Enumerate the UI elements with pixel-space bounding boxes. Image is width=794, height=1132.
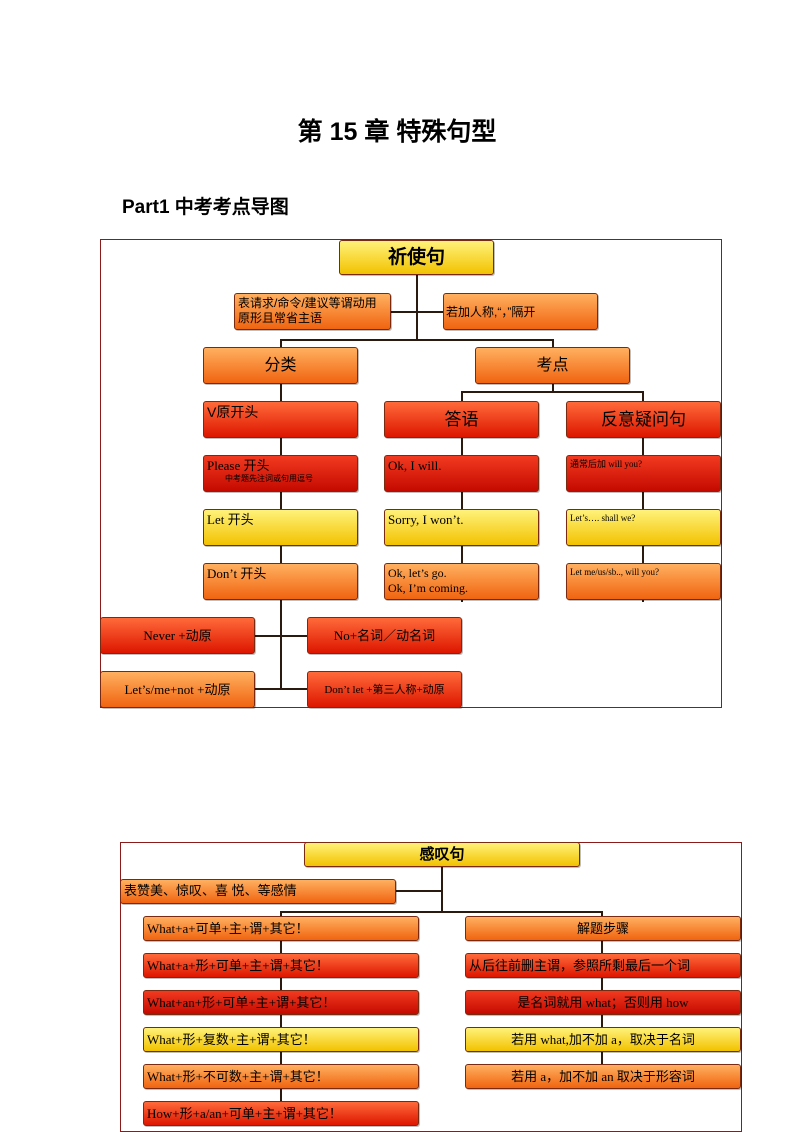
answer-lets-go-line1: Ok, let’s go.	[388, 566, 447, 580]
please-start-box: Please 开头 中考题先注词或句用逗号	[203, 455, 358, 492]
connector	[396, 890, 442, 892]
imperative-definition-note: 表请求/命令/建议等谓动用原形且常省主语	[234, 293, 391, 330]
connector	[461, 391, 644, 393]
connector	[280, 911, 282, 1126]
please-start-note: 中考题先注词或句用逗号	[225, 474, 313, 483]
answer-ok-box: Ok, I will.	[384, 455, 539, 492]
connector	[461, 391, 463, 602]
please-start-label: Please 开头	[207, 458, 270, 473]
connector	[255, 635, 307, 637]
imperative-root-box: 祈使句	[339, 240, 494, 275]
tag-let-me-box: Let me/us/sb.., will you?	[566, 563, 721, 600]
solution-step-box: 是名词就用 what；否则用 how	[465, 990, 741, 1015]
never-box: Never +动原	[100, 617, 255, 654]
connector	[552, 383, 554, 392]
connector	[281, 911, 603, 913]
dont-start-box: Don’t 开头	[203, 563, 358, 600]
dont-let-box: Don’t let +第三人称+动原	[307, 671, 462, 708]
solution-step-box: 若用 a，加不加 an 取决于形容词	[465, 1064, 741, 1089]
exclamation-definition-note: 表赞美、惊叹、喜 悦、等感情	[120, 879, 396, 904]
connector	[255, 688, 307, 690]
v-start-box: V原开头	[203, 401, 358, 438]
solution-step-box: 若用 what,加不加 a，取决于名词	[465, 1027, 741, 1052]
lets-not-box: Let’s/me+not +动原	[100, 671, 255, 708]
answer-lets-go-box: Ok, let’s go. Ok, I’m coming.	[384, 563, 539, 600]
connector	[416, 274, 418, 340]
tag-will-you-box: 通常后加 will you?	[566, 455, 721, 492]
testpoint-box: 考点	[475, 347, 630, 384]
part-heading: Part1 中考考点导图	[122, 197, 289, 218]
connector	[280, 339, 282, 348]
no-noun-box: No+名词／动名词	[307, 617, 462, 654]
solution-step-box: 从后往前删主谓，参照所剩最后一个词	[465, 953, 741, 978]
exclamation-pattern-box: What+an+形+可单+主+谓+其它！	[143, 990, 419, 1015]
let-start-box: Let 开头	[203, 509, 358, 546]
classify-box: 分类	[203, 347, 358, 384]
page-title: 第 15 章 特殊句型	[297, 118, 497, 146]
connector	[390, 311, 444, 313]
answer-sorry-box: Sorry, I won’t.	[384, 509, 539, 546]
exclamation-pattern-box: What+形+复数+主+谓+其它！	[143, 1027, 419, 1052]
exclamation-pattern-box: What+a+形+可单+主+谓+其它！	[143, 953, 419, 978]
connector	[441, 866, 443, 912]
connector	[281, 339, 554, 341]
exclamation-pattern-box: What+a+可单+主+谓+其它！	[143, 916, 419, 941]
tag-question-box: 反意疑问句	[566, 401, 721, 438]
connector	[642, 391, 644, 602]
comma-rule-note: 若加人称,“，”隔开	[443, 293, 598, 330]
exclamation-root-box: 感叹句	[304, 842, 580, 867]
exclamation-pattern-box: How+形+a/an+可单+主+谓+其它！	[143, 1101, 419, 1126]
exclamation-pattern-box: What+形+不可数+主+谓+其它！	[143, 1064, 419, 1089]
connector	[552, 339, 554, 348]
tag-shall-we-box: Let’s…. shall we?	[566, 509, 721, 546]
steps-title-box: 解题步骤	[465, 916, 741, 941]
answer-lets-go-line2: Ok, I’m coming.	[388, 581, 468, 595]
answer-box: 答语	[384, 401, 539, 438]
